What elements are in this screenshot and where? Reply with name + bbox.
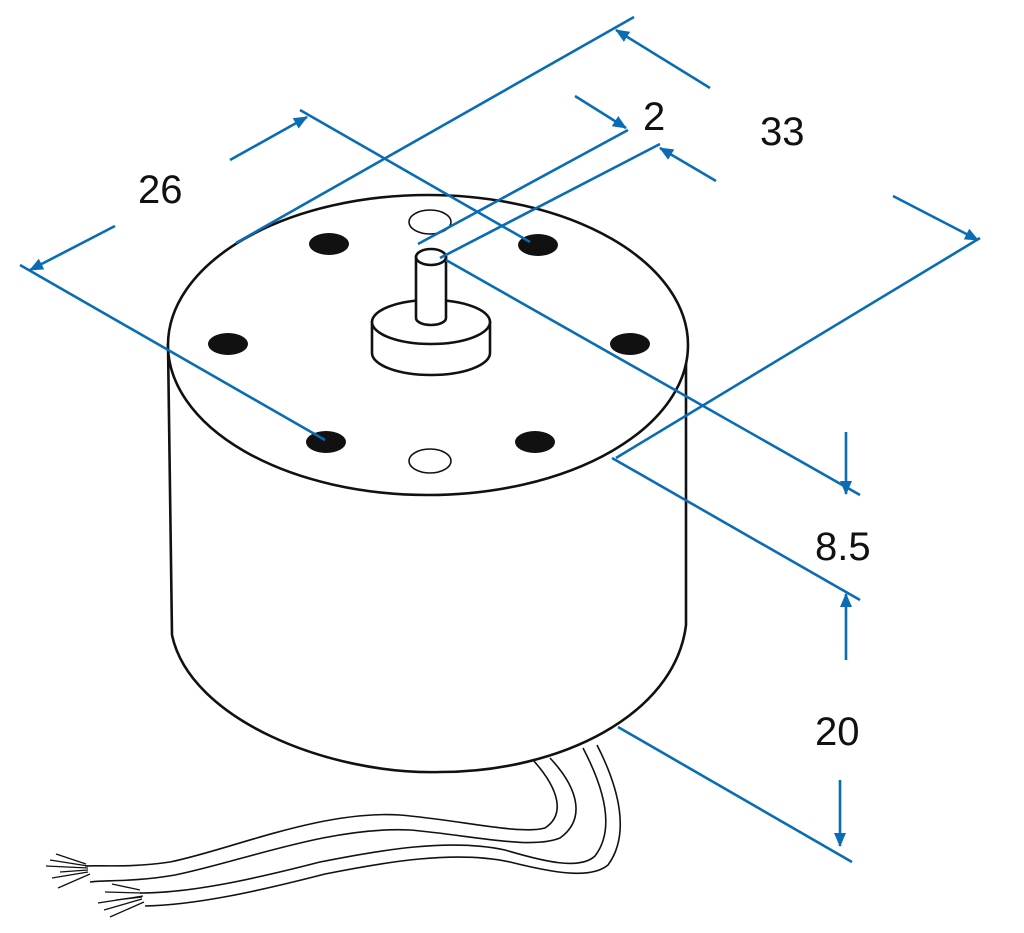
mount-hole-icon bbox=[515, 431, 555, 453]
dimension-label-length: 33 bbox=[760, 110, 805, 154]
lead-wires bbox=[45, 744, 622, 918]
mount-hole-icon bbox=[309, 233, 349, 255]
dimension-label-shaft-length: 8.5 bbox=[815, 525, 871, 569]
dimension-label-shaft-diameter: 2 bbox=[643, 95, 665, 139]
motor-shaft bbox=[414, 247, 448, 327]
mount-hole-icon bbox=[610, 333, 650, 355]
motor bbox=[166, 193, 690, 774]
wire-strands-icon bbox=[45, 853, 145, 918]
mount-hole-icon bbox=[208, 333, 248, 355]
dimension-label-mount-offset: 20 bbox=[815, 710, 860, 754]
vent-hole-icon bbox=[408, 448, 452, 474]
dimension-lines bbox=[19, 15, 981, 864]
mount-hole-icon bbox=[306, 431, 346, 453]
dimension-label-diameter: 26 bbox=[138, 168, 183, 212]
vent-hole-icon bbox=[408, 209, 452, 235]
